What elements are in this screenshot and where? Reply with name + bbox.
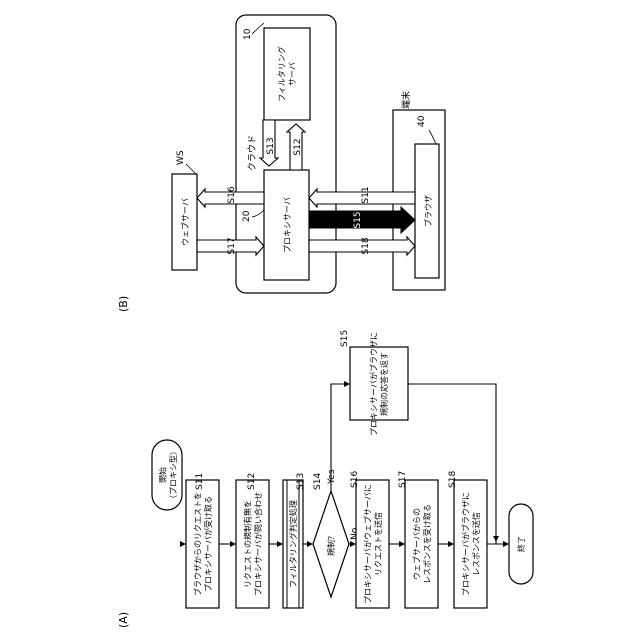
text-line: ウェブサーバからの [411, 508, 421, 580]
text-line: リクエストの規制有無を [242, 500, 252, 588]
panel-b-label: (B) [117, 296, 130, 312]
step-s16-id: S16 [350, 471, 360, 488]
label-s17: S17 [227, 237, 237, 254]
terminal-label: 端末 [400, 91, 412, 109]
step-s11-id: S11 [195, 473, 205, 490]
text-line: プロキシサーバがウェブサーバに [362, 484, 372, 604]
text-line: フィルタリング [276, 46, 286, 102]
label-s16: S16 [227, 186, 237, 203]
label-s11: S11 [361, 186, 371, 203]
panel-b: (B) クラウド 端末 フィルタリングサーバ 10 プロキシサーバ 20 [117, 15, 445, 312]
text-line: 開始 [157, 467, 167, 483]
step-s14-yes: Yes [327, 469, 337, 485]
text-line: ブラウザからのリクエストを [192, 492, 202, 596]
step-s13-id: S13 [296, 473, 306, 490]
ws-ref-leader [186, 164, 196, 174]
ws-tag: WS [176, 150, 186, 165]
step-s11 [186, 480, 219, 608]
flow-end-label: 終了 [516, 536, 526, 552]
filtering-server-ref: 10 [243, 28, 253, 40]
step-s12-id: S12 [247, 473, 257, 490]
step-s17-id: S17 [398, 471, 408, 488]
step-s17 [405, 480, 438, 608]
proxy-ref-leader [252, 210, 264, 217]
step-s14-text: 規制？ [326, 532, 336, 556]
text-line: サーバ [288, 62, 297, 86]
label-s13: S13 [266, 137, 276, 154]
step-s13-text: フィルタリング判定処理 [288, 500, 298, 588]
text-line: （プロキシ型） [169, 447, 178, 503]
label-s18: S18 [361, 237, 371, 254]
step-s15-id: S15 [340, 330, 350, 347]
filtering-ref-leader [252, 23, 264, 34]
text-line: プロキシサーバがブラウザに [368, 332, 378, 436]
text-line: 規制の応答を返す [379, 352, 389, 416]
step-s18 [454, 480, 487, 608]
label-s12: S12 [293, 138, 303, 155]
text-line: プロキシサーバが受け取る [203, 496, 213, 592]
panel-a: (A) 開始（プロキシ型） ブラウザからのリクエストをプロキシサーバが受け取る … [117, 330, 533, 628]
step-s16 [356, 480, 389, 608]
step-s18-id: S18 [448, 471, 458, 488]
text-line: レスポンスを受け取る [422, 504, 432, 584]
text-line: プロキシサーバが問い合わせ [253, 492, 263, 596]
browser-ref-leader [429, 130, 436, 144]
step-s15 [350, 347, 408, 420]
filtering-server [264, 28, 310, 120]
browser-ref: 40 [417, 115, 427, 127]
panel-a-label: (A) [117, 612, 130, 628]
web-server-label: ウェブサーバ [180, 198, 190, 246]
step-s14-id: S14 [313, 473, 323, 490]
label-s15: S15 [353, 211, 363, 228]
text-line: レスポンスを送信 [471, 512, 481, 576]
cloud-label: クラウド [247, 135, 258, 171]
proxy-server-label: プロキシサーバ [283, 197, 292, 253]
text-line: プロキシサーバがブラウザに [460, 492, 470, 596]
proxy-server-ref: 20 [242, 210, 252, 222]
text-line: リクエストを送信 [373, 512, 383, 576]
step-s12 [236, 480, 269, 608]
browser-label: ブラウザ [423, 195, 433, 227]
